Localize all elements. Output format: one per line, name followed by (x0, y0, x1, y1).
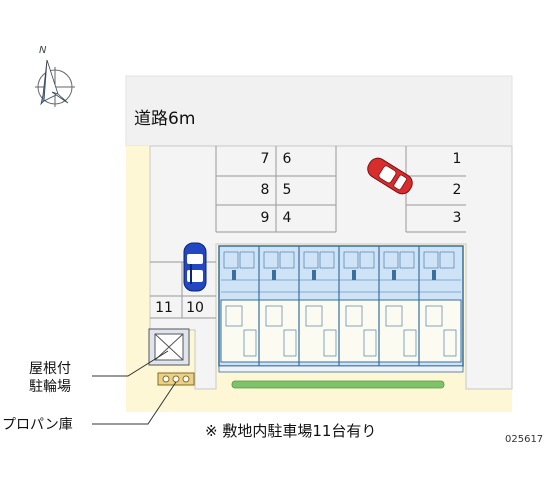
compass-north-label: N (39, 45, 47, 56)
parking-space-label: 8 (260, 182, 270, 198)
parking-space-label: 7 (260, 151, 270, 167)
parking-space-label: 6 (282, 151, 292, 167)
parking-space-label: 9 (260, 210, 270, 226)
parking-space-label: 4 (282, 210, 292, 226)
road-label: 道路6m (134, 109, 196, 129)
parking-space-label: 10 (186, 300, 204, 316)
propane-storage-label: プロパン庫 (2, 417, 73, 433)
property-code: 025617 (505, 434, 544, 445)
parking-space-label: 11 (155, 300, 173, 316)
leader-lines (92, 350, 177, 425)
parking-note: ※ 敷地内駐車場11台有り (205, 422, 377, 440)
parking-space-label: 2 (452, 182, 462, 198)
apartment-building (218, 245, 464, 373)
compass-icon (35, 59, 75, 107)
parking-space-label: 5 (282, 182, 292, 198)
parking-lines (150, 146, 466, 319)
blue-car-icon (183, 242, 207, 292)
parking-space-label: 1 (452, 151, 462, 167)
propane-storage-icon (157, 372, 195, 386)
parking-space-label: 3 (452, 210, 462, 226)
red-car-icon (367, 157, 413, 195)
hedge (231, 380, 445, 389)
bike-parking-label: 屋根付 駐輪場 (29, 361, 71, 395)
